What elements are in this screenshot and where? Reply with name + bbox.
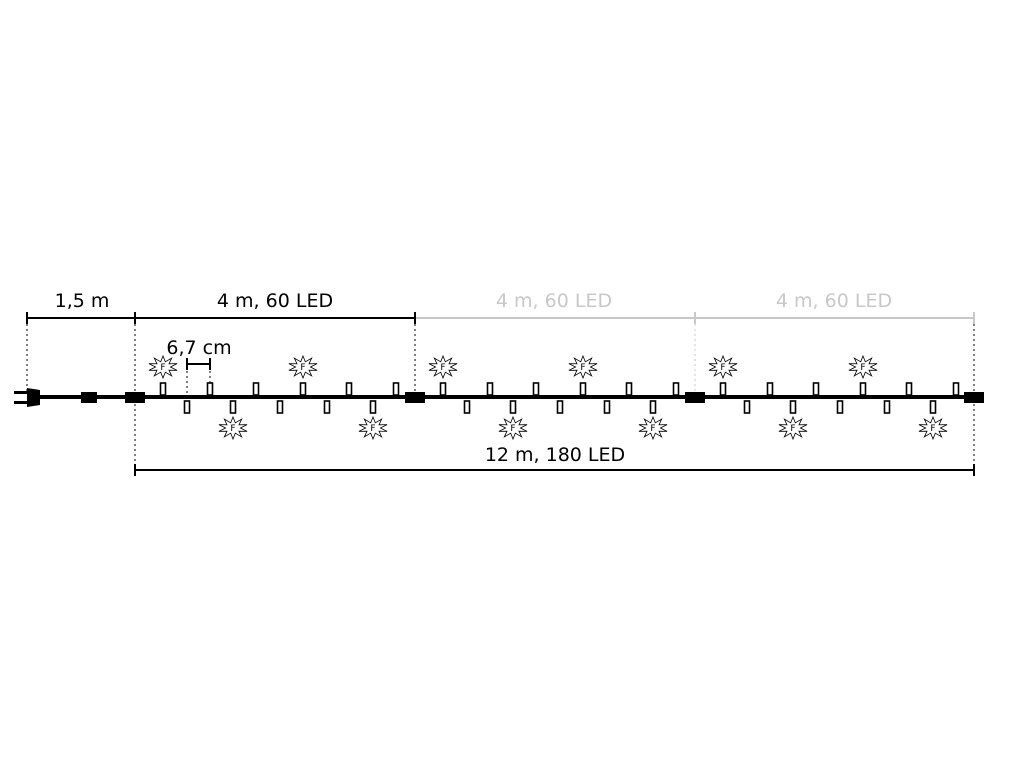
flash-burst-icon: F (358, 415, 388, 441)
led-bulb-icon (299, 382, 307, 396)
dimension-segment-2: 4 m, 60 LED (416, 290, 696, 324)
led-bulb-icon (463, 400, 471, 414)
flash-letter: F (230, 424, 235, 434)
flash-letter: F (440, 363, 445, 373)
flash-letter: F (790, 424, 795, 434)
led-bulb-icon (206, 382, 214, 396)
connector-icon (405, 392, 425, 403)
led-bulb-icon (743, 400, 751, 414)
connector-icon (685, 392, 705, 403)
flash-letter: F (720, 363, 725, 373)
led-bulbs (159, 382, 960, 414)
dimension-lead-cable: 1,5 m (26, 290, 136, 324)
segment-3-label: 4 m, 60 LED (776, 290, 892, 312)
dimension-segment-1: 4 m, 60 LED (135, 290, 416, 324)
flash-letter: F (930, 424, 935, 434)
led-bulb-icon (159, 382, 167, 396)
flash-burst-icon: F (498, 415, 528, 441)
led-bulb-icon (905, 382, 913, 396)
led-bulb-icon (649, 400, 657, 414)
led-bulb-icon (252, 382, 260, 396)
led-bulb-icon (345, 382, 353, 396)
flash-letter: F (510, 424, 515, 434)
connector-icon (81, 392, 97, 403)
led-bulb-icon (369, 400, 377, 414)
led-bulb-icon (883, 400, 891, 414)
led-bulb-icon (719, 382, 727, 396)
flash-letter: F (160, 363, 165, 373)
dimension-segment-3: 4 m, 60 LED (695, 290, 975, 324)
flash-burst-icon: F (708, 354, 738, 380)
flash-burst-icon: F (428, 354, 458, 380)
flash-markers: F F F F F F F F F F F F (148, 354, 948, 441)
flash-burst-icon: F (218, 415, 248, 441)
flash-burst-icon: F (148, 354, 178, 380)
led-bulb-icon (836, 400, 844, 414)
dimension-total: 12 m, 180 LED (134, 444, 975, 476)
flash-letter: F (580, 363, 585, 373)
dotted-guides (26, 324, 975, 470)
flash-letter: F (650, 424, 655, 434)
flash-burst-icon: F (778, 415, 808, 441)
led-bulb-icon (229, 400, 237, 414)
connector-icon (125, 392, 145, 403)
flash-letter: F (860, 363, 865, 373)
lead-cable-label: 1,5 m (55, 290, 110, 312)
led-bulb-icon (183, 400, 191, 414)
led-bulb-icon (276, 400, 284, 414)
led-bulb-icon (509, 400, 517, 414)
flash-letter: F (370, 424, 375, 434)
led-bulb-icon (579, 382, 587, 396)
led-bulb-icon (859, 382, 867, 396)
connector-icon (964, 392, 984, 403)
led-bulb-icon (486, 382, 494, 396)
led-bulb-icon (789, 400, 797, 414)
led-bulb-icon (439, 382, 447, 396)
flash-burst-icon: F (848, 354, 878, 380)
total-label: 12 m, 180 LED (485, 444, 625, 466)
led-bulb-icon (323, 400, 331, 414)
led-bulb-icon (625, 382, 633, 396)
led-bulb-icon (392, 382, 400, 396)
dimension-spacing: 6,7 cm (166, 337, 232, 370)
flash-burst-icon: F (568, 354, 598, 380)
flash-burst-icon: F (638, 415, 668, 441)
led-bulb-icon (812, 382, 820, 396)
led-bulb-icon (766, 382, 774, 396)
led-bulb-icon (672, 382, 680, 396)
led-bulb-icon (532, 382, 540, 396)
segment-1-label: 4 m, 60 LED (217, 290, 333, 312)
segment-2-label: 4 m, 60 LED (496, 290, 612, 312)
flash-letter: F (300, 363, 305, 373)
spacing-label: 6,7 cm (166, 337, 231, 359)
led-bulb-icon (929, 400, 937, 414)
led-bulb-icon (952, 382, 960, 396)
led-bulb-icon (556, 400, 564, 414)
flash-burst-icon: F (288, 354, 318, 380)
flash-burst-icon: F (918, 415, 948, 441)
led-bulb-icon (603, 400, 611, 414)
plug-icon (14, 388, 40, 407)
